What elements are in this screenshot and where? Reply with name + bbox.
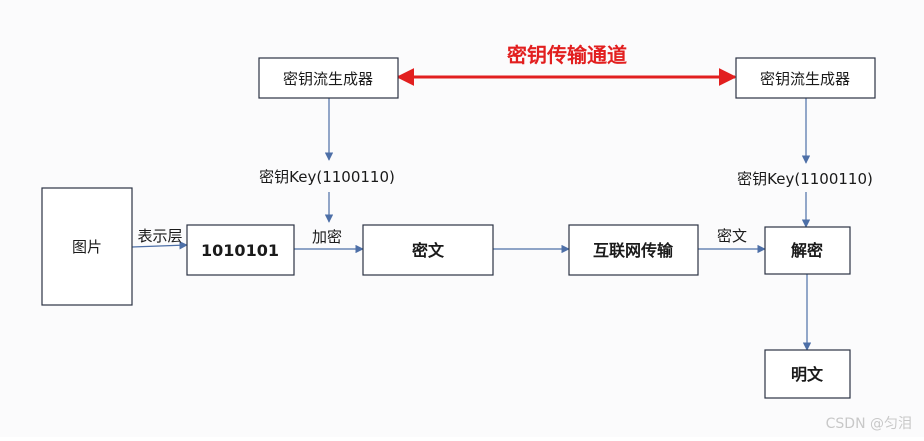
node-image-label: 图片	[72, 238, 102, 256]
watermark: CSDN @匀泪	[826, 416, 912, 432]
edge-key-left-label: 密钥Key(1100110)	[259, 168, 395, 186]
node-internet	[568, 224, 699, 276]
edge-presentation-layer-label: 表示层	[137, 227, 182, 245]
node-plaintext	[764, 349, 851, 399]
node-keygen-left	[258, 57, 399, 99]
node-keygen-left-label: 密钥流生成器	[283, 70, 373, 88]
channel-label: 密钥传输通道	[507, 43, 627, 67]
node-internet-label: 互联网传输	[593, 241, 674, 260]
edge-key-right-label: 密钥Key(1100110)	[737, 170, 873, 188]
image-to-binary-connector	[131, 241, 188, 250]
node-keygen-right-label: 密钥流生成器	[760, 70, 850, 88]
node-binary-label: 1010101	[201, 241, 279, 260]
node-keygen-right	[735, 57, 876, 99]
node-ciphertext	[362, 224, 494, 276]
node-plaintext-label: 明文	[791, 365, 824, 384]
node-decrypt	[764, 226, 851, 275]
node-image	[41, 187, 133, 306]
edge-ciphertext-transfer-label: 密文	[717, 227, 747, 245]
node-binary	[186, 224, 295, 276]
edge-encrypt-label: 加密	[312, 228, 342, 246]
node-ciphertext-label: 密文	[411, 241, 445, 260]
node-decrypt-label: 解密	[791, 241, 823, 260]
